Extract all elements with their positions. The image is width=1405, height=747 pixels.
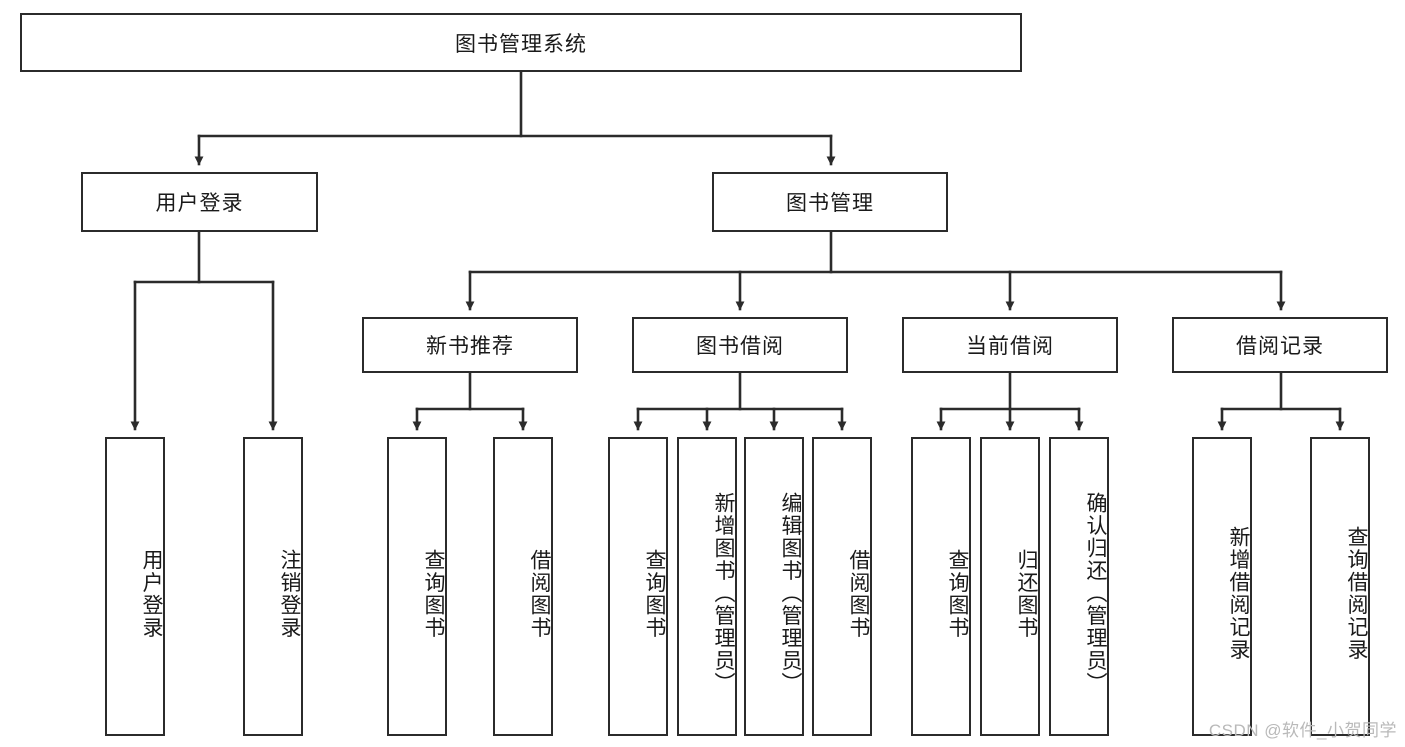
node-leaf-return-book[interactable]: 归还图书 (980, 437, 1040, 736)
node-user-login[interactable]: 用户登录 (81, 172, 318, 232)
node-borrow-record-label: 借阅记录 (1236, 335, 1324, 358)
node-leaf-confirm-return[interactable]: 确认归还（管理员） (1049, 437, 1109, 736)
node-borrow-record[interactable]: 借阅记录 (1172, 317, 1388, 373)
node-leaf-borrow-book-2-label: 借阅图书 (847, 548, 870, 639)
node-root[interactable]: 图书管理系统 (20, 13, 1022, 72)
node-current-borrow[interactable]: 当前借阅 (902, 317, 1118, 373)
node-leaf-query-book-1[interactable]: 查询图书 (387, 437, 447, 736)
node-leaf-query-book-2-label: 查询图书 (643, 548, 666, 639)
csdn-watermark: CSDN @软件_小贺同学 (1208, 721, 1397, 740)
node-leaf-query-book-3[interactable]: 查询图书 (911, 437, 971, 736)
node-current-borrow-label: 当前借阅 (966, 335, 1054, 358)
node-new-book-recommend[interactable]: 新书推荐 (362, 317, 578, 373)
node-leaf-borrow-book-1[interactable]: 借阅图书 (493, 437, 553, 736)
node-leaf-query-book-1-label: 查询图书 (422, 548, 445, 639)
node-book-borrow[interactable]: 图书借阅 (632, 317, 848, 373)
node-new-book-recommend-label: 新书推荐 (426, 335, 514, 358)
node-book-manage[interactable]: 图书管理 (712, 172, 948, 232)
node-leaf-add-book[interactable]: 新增图书（管理员） (677, 437, 737, 736)
node-leaf-user-login[interactable]: 用户登录 (105, 437, 165, 736)
node-leaf-query-record-label: 查询借阅记录 (1345, 526, 1368, 661)
node-leaf-add-record[interactable]: 新增借阅记录 (1192, 437, 1252, 736)
node-leaf-add-book-label: 新增图书（管理员） (712, 492, 735, 695)
node-leaf-borrow-book-2[interactable]: 借阅图书 (812, 437, 872, 736)
node-leaf-borrow-book-1-label: 借阅图书 (528, 548, 551, 639)
node-leaf-confirm-return-label: 确认归还（管理员） (1084, 492, 1107, 695)
node-root-label: 图书管理系统 (455, 32, 587, 56)
node-leaf-edit-book-label: 编辑图书（管理员） (779, 492, 802, 695)
node-leaf-logout-login-label: 注销登录 (278, 548, 301, 639)
node-leaf-query-book-2[interactable]: 查询图书 (608, 437, 668, 736)
node-book-manage-label: 图书管理 (786, 192, 874, 215)
node-leaf-logout-login[interactable]: 注销登录 (243, 437, 303, 736)
node-leaf-edit-book[interactable]: 编辑图书（管理员） (744, 437, 804, 736)
node-book-borrow-label: 图书借阅 (696, 335, 784, 358)
node-leaf-return-book-label: 归还图书 (1015, 548, 1038, 639)
node-leaf-user-login-label: 用户登录 (140, 548, 163, 639)
node-leaf-query-record[interactable]: 查询借阅记录 (1310, 437, 1370, 736)
node-user-login-label: 用户登录 (155, 192, 244, 215)
node-leaf-query-book-3-label: 查询图书 (946, 548, 969, 639)
node-leaf-add-record-label: 新增借阅记录 (1227, 526, 1250, 661)
